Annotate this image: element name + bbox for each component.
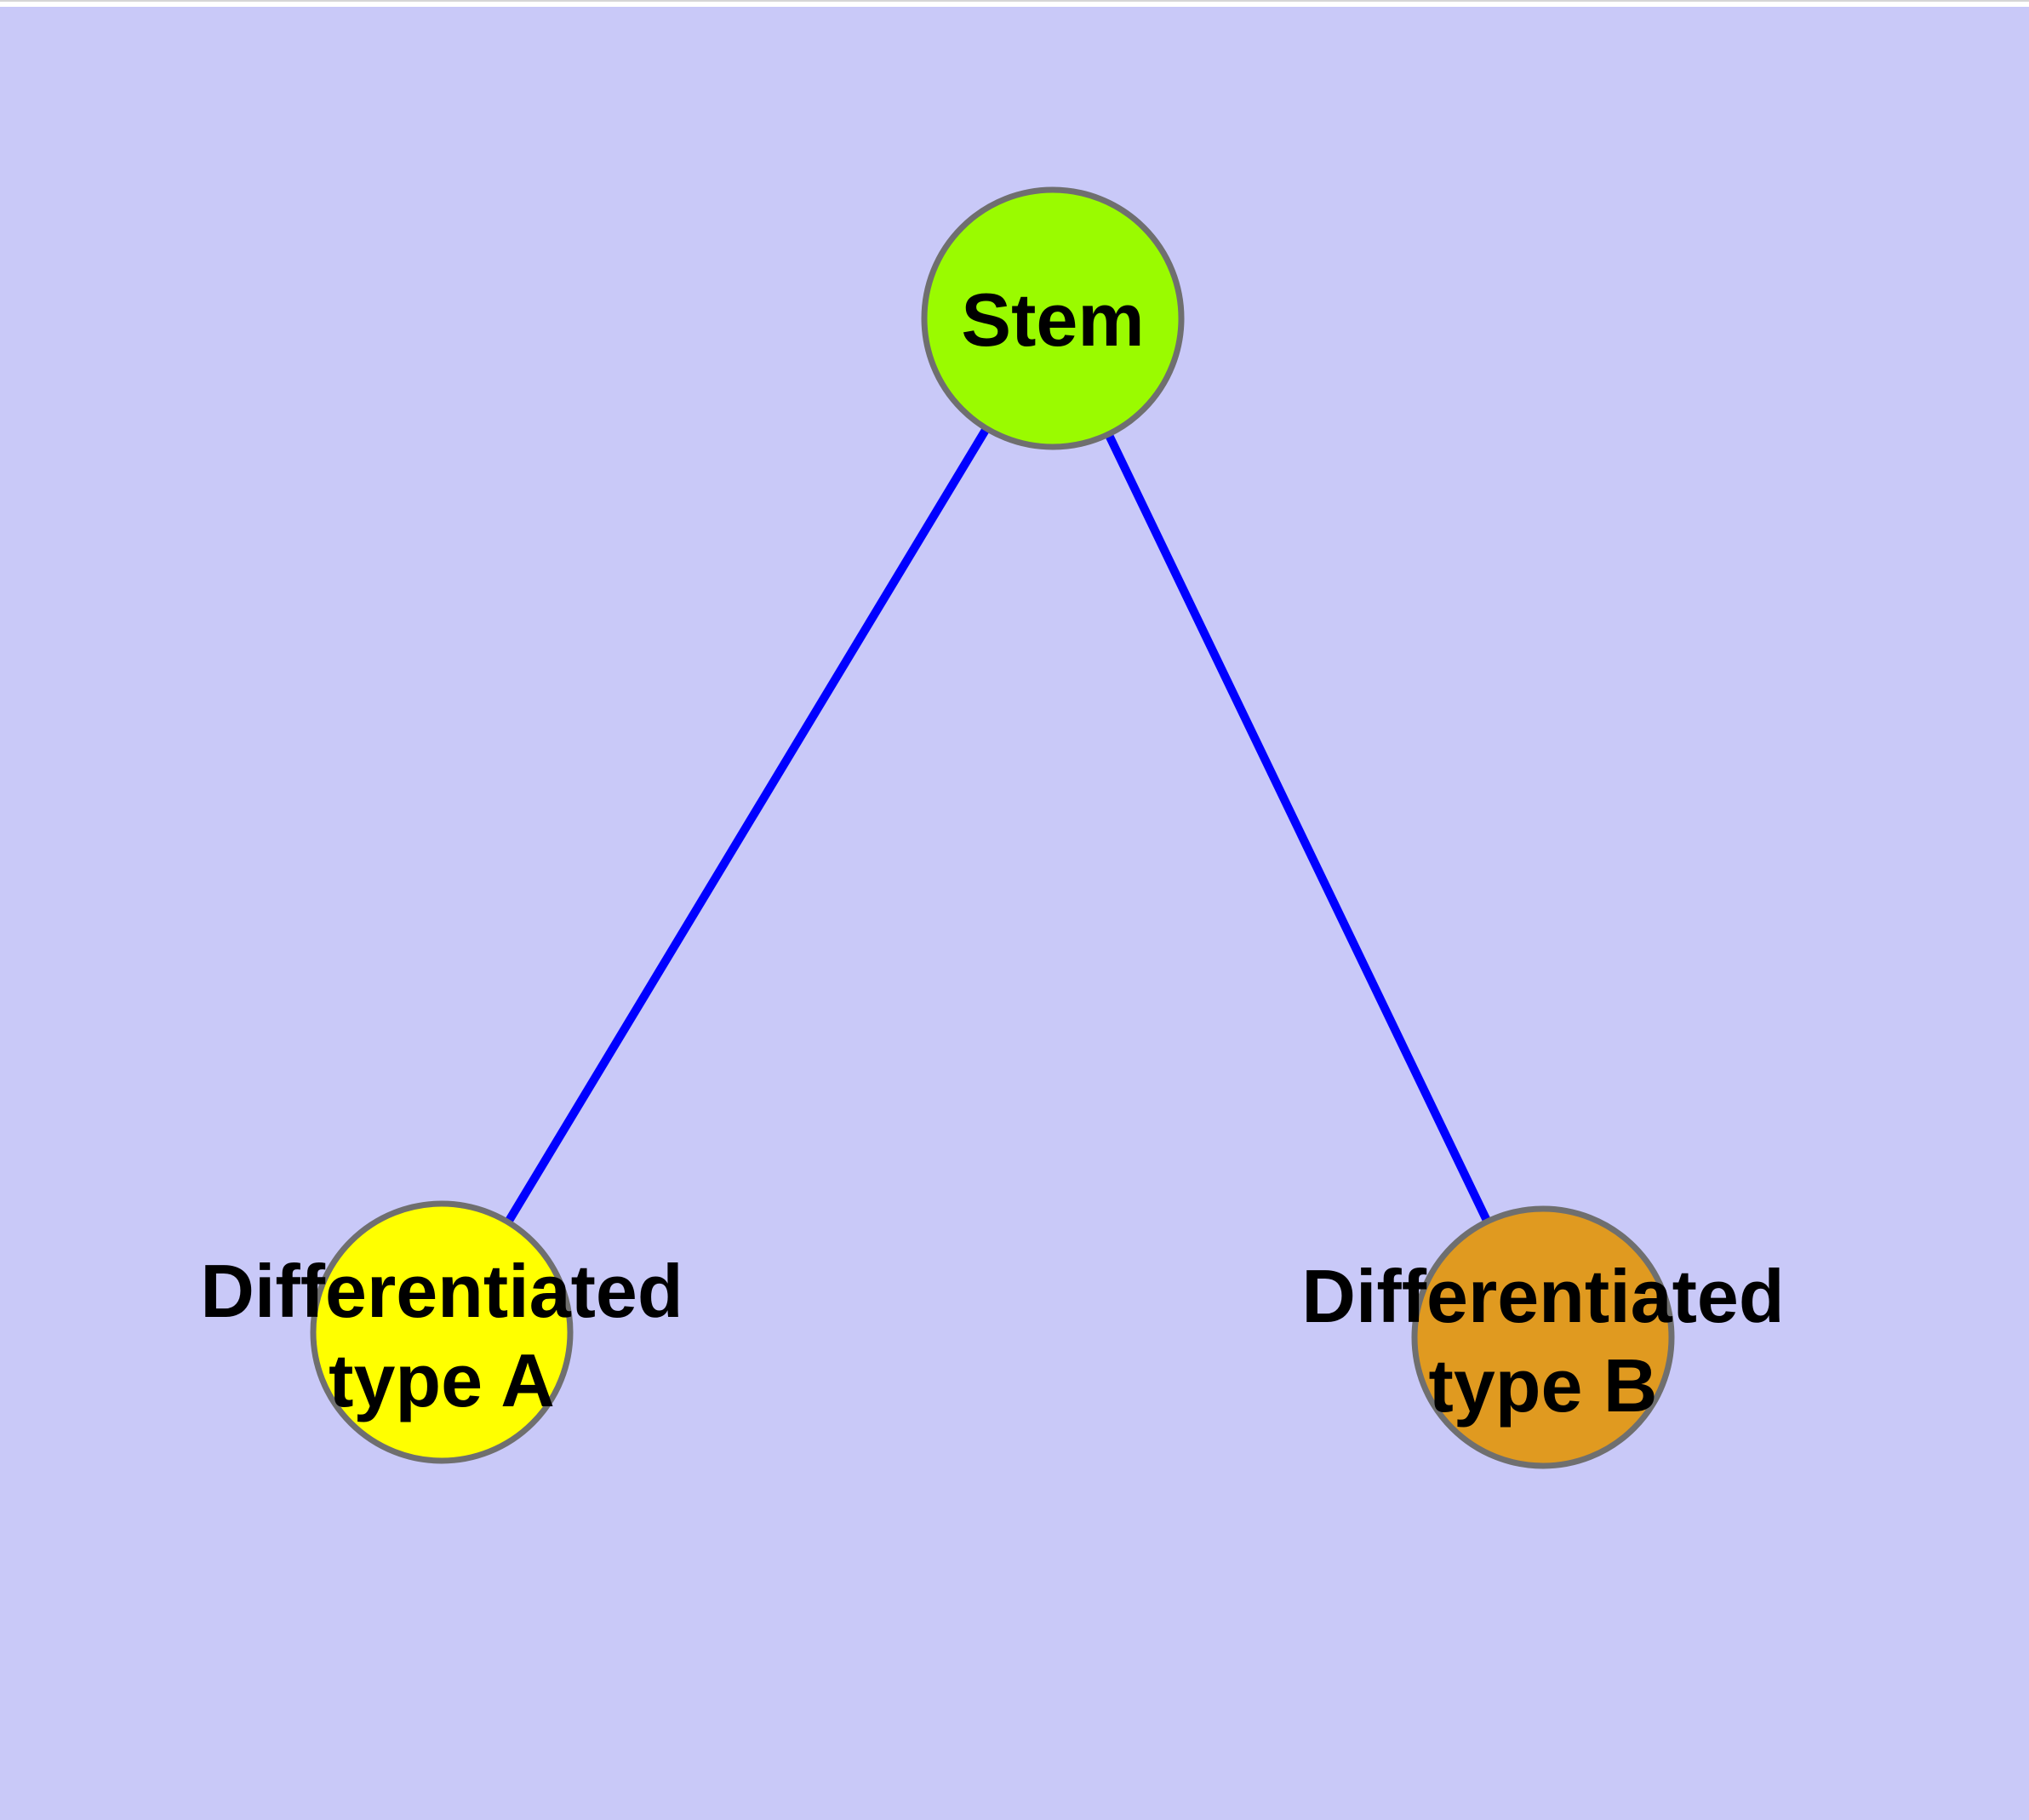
node-stem bbox=[921, 186, 1185, 450]
node-type-b-label-line2: type B bbox=[1429, 1343, 1658, 1428]
node-type-b bbox=[1411, 1205, 1675, 1469]
edge-stem-to-type-b bbox=[1049, 316, 1547, 1340]
edge-stem-to-type-a bbox=[437, 316, 1057, 1335]
node-type-a bbox=[310, 1200, 574, 1464]
node-stem-label: Stem bbox=[961, 278, 1144, 362]
node-type-b-label-line1: Differentiated bbox=[1301, 1254, 1784, 1338]
node-type-a-label-line2: type A bbox=[329, 1338, 555, 1422]
node-type-a-label-line1: Differentiated bbox=[200, 1249, 683, 1333]
top-hairline bbox=[0, 0, 2029, 2]
